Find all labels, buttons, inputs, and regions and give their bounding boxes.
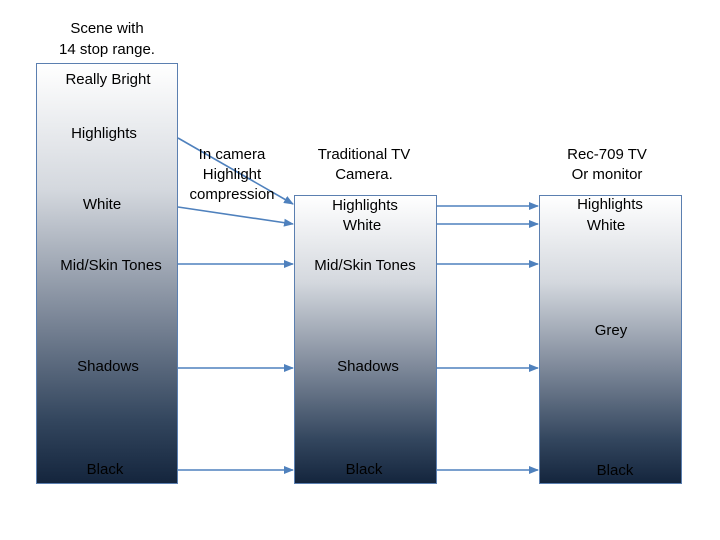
scene-label-black: Black [86, 461, 124, 478]
arrow-highlights-to-camera [177, 137, 294, 205]
scene-label-highlights: Highlights [71, 125, 137, 142]
scene-label-really-bright: Really Bright [65, 71, 151, 88]
scene-heading-line2: 14 stop range. [59, 41, 155, 58]
camera-label-shadows: Shadows [337, 358, 399, 375]
camera-heading-line1: Traditional TV [317, 146, 411, 163]
scene-label-white: White [82, 196, 122, 213]
tv-label-highlights: Highlights [577, 196, 643, 213]
camera-label-black: Black [345, 461, 383, 478]
camera-heading: Traditional TV Camera. [318, 145, 411, 185]
camera-label-white: White [342, 217, 382, 234]
tv-column [539, 195, 682, 484]
tv-label-white: White [586, 217, 626, 234]
tv-heading-line1: Rec-709 TV [567, 146, 647, 163]
camera-column [294, 195, 437, 484]
tv-label-black: Black [596, 462, 634, 479]
tv-heading-line2: Or monitor [571, 166, 643, 183]
tv-heading: Rec-709 TV Or monitor [567, 145, 647, 185]
scene-label-shadows: Shadows [77, 358, 139, 375]
camera-label-highlights: Highlights [332, 197, 398, 214]
arrow-white-to-camera [177, 206, 294, 227]
tv-label-grey: Grey [594, 322, 628, 339]
scene-label-mid-skin-tones: Mid/Skin Tones [60, 257, 162, 274]
camera-heading-line2: Camera. [335, 166, 393, 183]
scene-column [36, 63, 178, 484]
compression-heading-line3: compression [189, 186, 275, 203]
compression-heading: In camera Highlight compression [189, 145, 274, 205]
compression-heading-line2: Highlight [202, 166, 262, 183]
camera-label-mid-skin-tones: Mid/Skin Tones [314, 257, 416, 274]
scene-heading: Scene with 14 stop range. [59, 18, 155, 60]
compression-heading-line1: In camera [198, 146, 266, 163]
scene-heading-line1: Scene with [70, 20, 144, 37]
